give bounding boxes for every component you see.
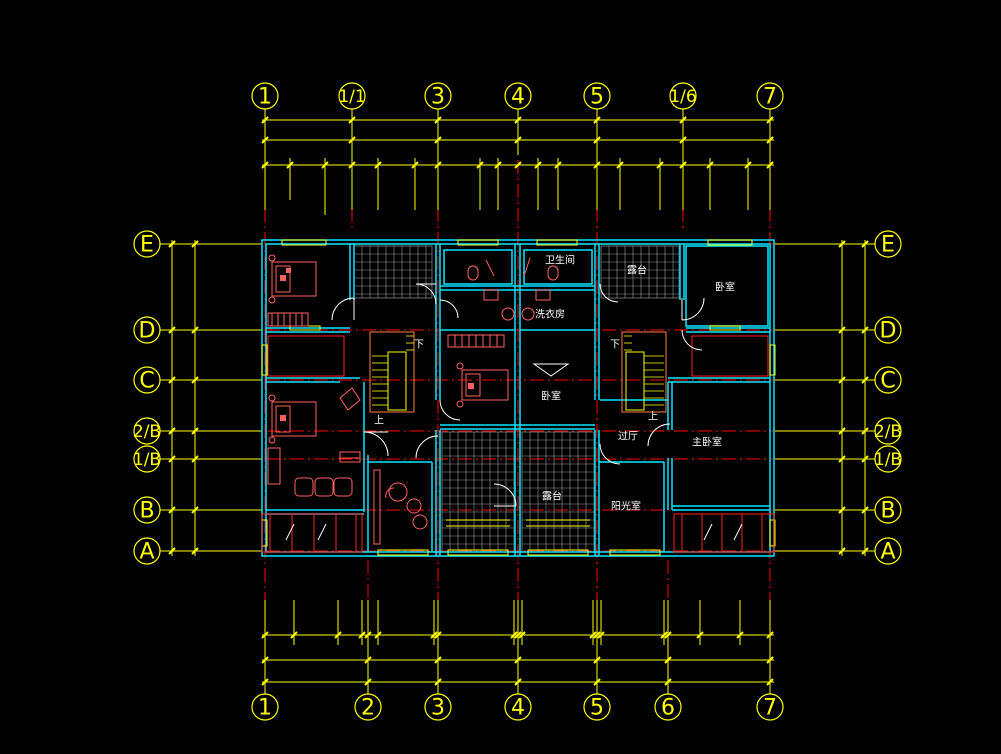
axis-bubble-left-3-label: 2/B [133,422,161,442]
stair-left [369,331,415,413]
windows [261,239,776,556]
axis-bubble-bottom-0-label: 1 [258,696,272,721]
axis-bubble-top-3-label: 4 [511,85,525,110]
label-master-bedroom: 主卧室 [692,436,722,449]
label-terrace-top: 露台 [627,264,647,277]
axis-bubble-left-5: B [133,496,161,524]
label-stair-up-left: 上 [374,415,384,427]
axis-bubble-left-6: A [133,537,161,565]
axis-bubble-left-2-label: C [139,369,154,394]
label-stair-down-right: 下 [610,340,620,351]
axis-bubble-top-1-label: 1/1 [338,87,365,107]
label-bedroom-right: 卧室 [715,281,735,294]
axis-bubble-bottom-6: 7 [756,693,784,721]
axis-bubble-right-0: E [874,230,902,258]
label-sunroom: 阳光室 [611,500,641,513]
laundry-symbol [532,363,570,377]
axis-bubble-top-2: 3 [424,82,452,110]
axis-bubble-right-3: 2/B [874,417,902,445]
axis-bubble-right-2-label: C [880,369,895,394]
axis-bubble-right-0-label: E [881,233,895,258]
room-labels: 卫生间 洗衣房 露台 卧室 卧室 过厅 主卧室 露台 阳光室 下 上 下 上 [374,254,735,513]
axis-bubble-right-2: C [874,366,902,394]
axis-bubble-bottom-4: 5 [583,693,611,721]
door-swings [331,283,705,507]
label-stair-down-left: 下 [414,340,424,351]
axis-bubble-bottom-2-label: 3 [431,696,445,721]
axis-bubble-top-6-label: 7 [763,85,777,110]
axis-bubble-bottom-0: 1 [251,693,279,721]
axis-bubble-bottom-6-label: 7 [763,696,777,721]
label-bedroom-center: 卧室 [541,390,561,403]
label-stair-up-right: 上 [648,411,658,423]
axis-bubble-left-1: D [133,316,161,344]
axis-bubble-top-6: 7 [756,82,784,110]
stair-left-treads [372,335,414,406]
axis-bubble-right-4: 1/B [874,445,902,473]
axis-bubble-top-5-label: 1/6 [669,87,696,107]
stair-right-treads [624,335,664,406]
label-terrace-bottom: 露台 [542,490,562,503]
axis-bubble-right-3-label: 2/B [874,422,902,442]
axis-bubble-right-1: D [874,316,902,344]
axis-bubble-top-4: 5 [583,82,611,110]
axis-bubble-left-4-label: 1/B [133,450,161,470]
axis-bubble-bottom-3-label: 4 [511,696,525,721]
axis-bubble-bottom-1-label: 2 [361,696,375,721]
axis-bubble-right-5: B [874,496,902,524]
axis-bubble-right-6-label: A [880,540,895,565]
axis-bubble-top-3: 4 [504,82,532,110]
axis-bubble-bottom-3: 4 [504,693,532,721]
axis-bubble-left-3: 2/B [133,417,161,445]
axis-bubble-left-4: 1/B [133,445,161,473]
axis-bubble-left-5-label: B [139,499,154,524]
axis-bubble-bottom-5-label: 6 [661,696,675,721]
axis-bubble-bottom-5: 6 [654,693,682,721]
dimension-ticks [168,116,869,686]
axis-bubble-left-0: E [133,230,161,258]
bay-window-glass [285,523,743,541]
axis-bubble-bottom-2: 3 [424,693,452,721]
label-bathroom: 卫生间 [545,254,575,267]
axis-bubble-left-2: C [133,366,161,394]
axis-bubble-left-0-label: E [140,233,154,258]
axis-bubble-top-1: 1/1 [338,82,366,110]
stair-right [621,331,667,413]
label-corridor: 过厅 [618,430,638,443]
axis-bubble-top-0-label: 1 [258,85,272,110]
bay-windows [261,335,775,553]
axis-bubble-right-5-label: B [880,499,895,524]
axis-bubble-bottom-1: 2 [354,693,382,721]
axis-bubble-top-5: 1/6 [669,82,697,110]
axis-bubble-right-1-label: D [880,319,897,344]
axis-bubble-right-6: A [874,537,902,565]
axis-bubble-top-4-label: 5 [590,85,604,110]
axis-bubble-top-0: 1 [251,82,279,110]
axis-bubble-right-4-label: 1/B [874,450,902,470]
furniture [267,254,559,545]
furniture-fill [280,268,474,421]
axis-bubble-left-6-label: A [139,540,154,565]
label-laundry: 洗衣房 [535,308,565,321]
axis-bubble-bottom-4-label: 5 [590,696,604,721]
axis-bubble-left-1-label: D [139,319,156,344]
axis-bubble-top-2-label: 3 [431,85,445,110]
